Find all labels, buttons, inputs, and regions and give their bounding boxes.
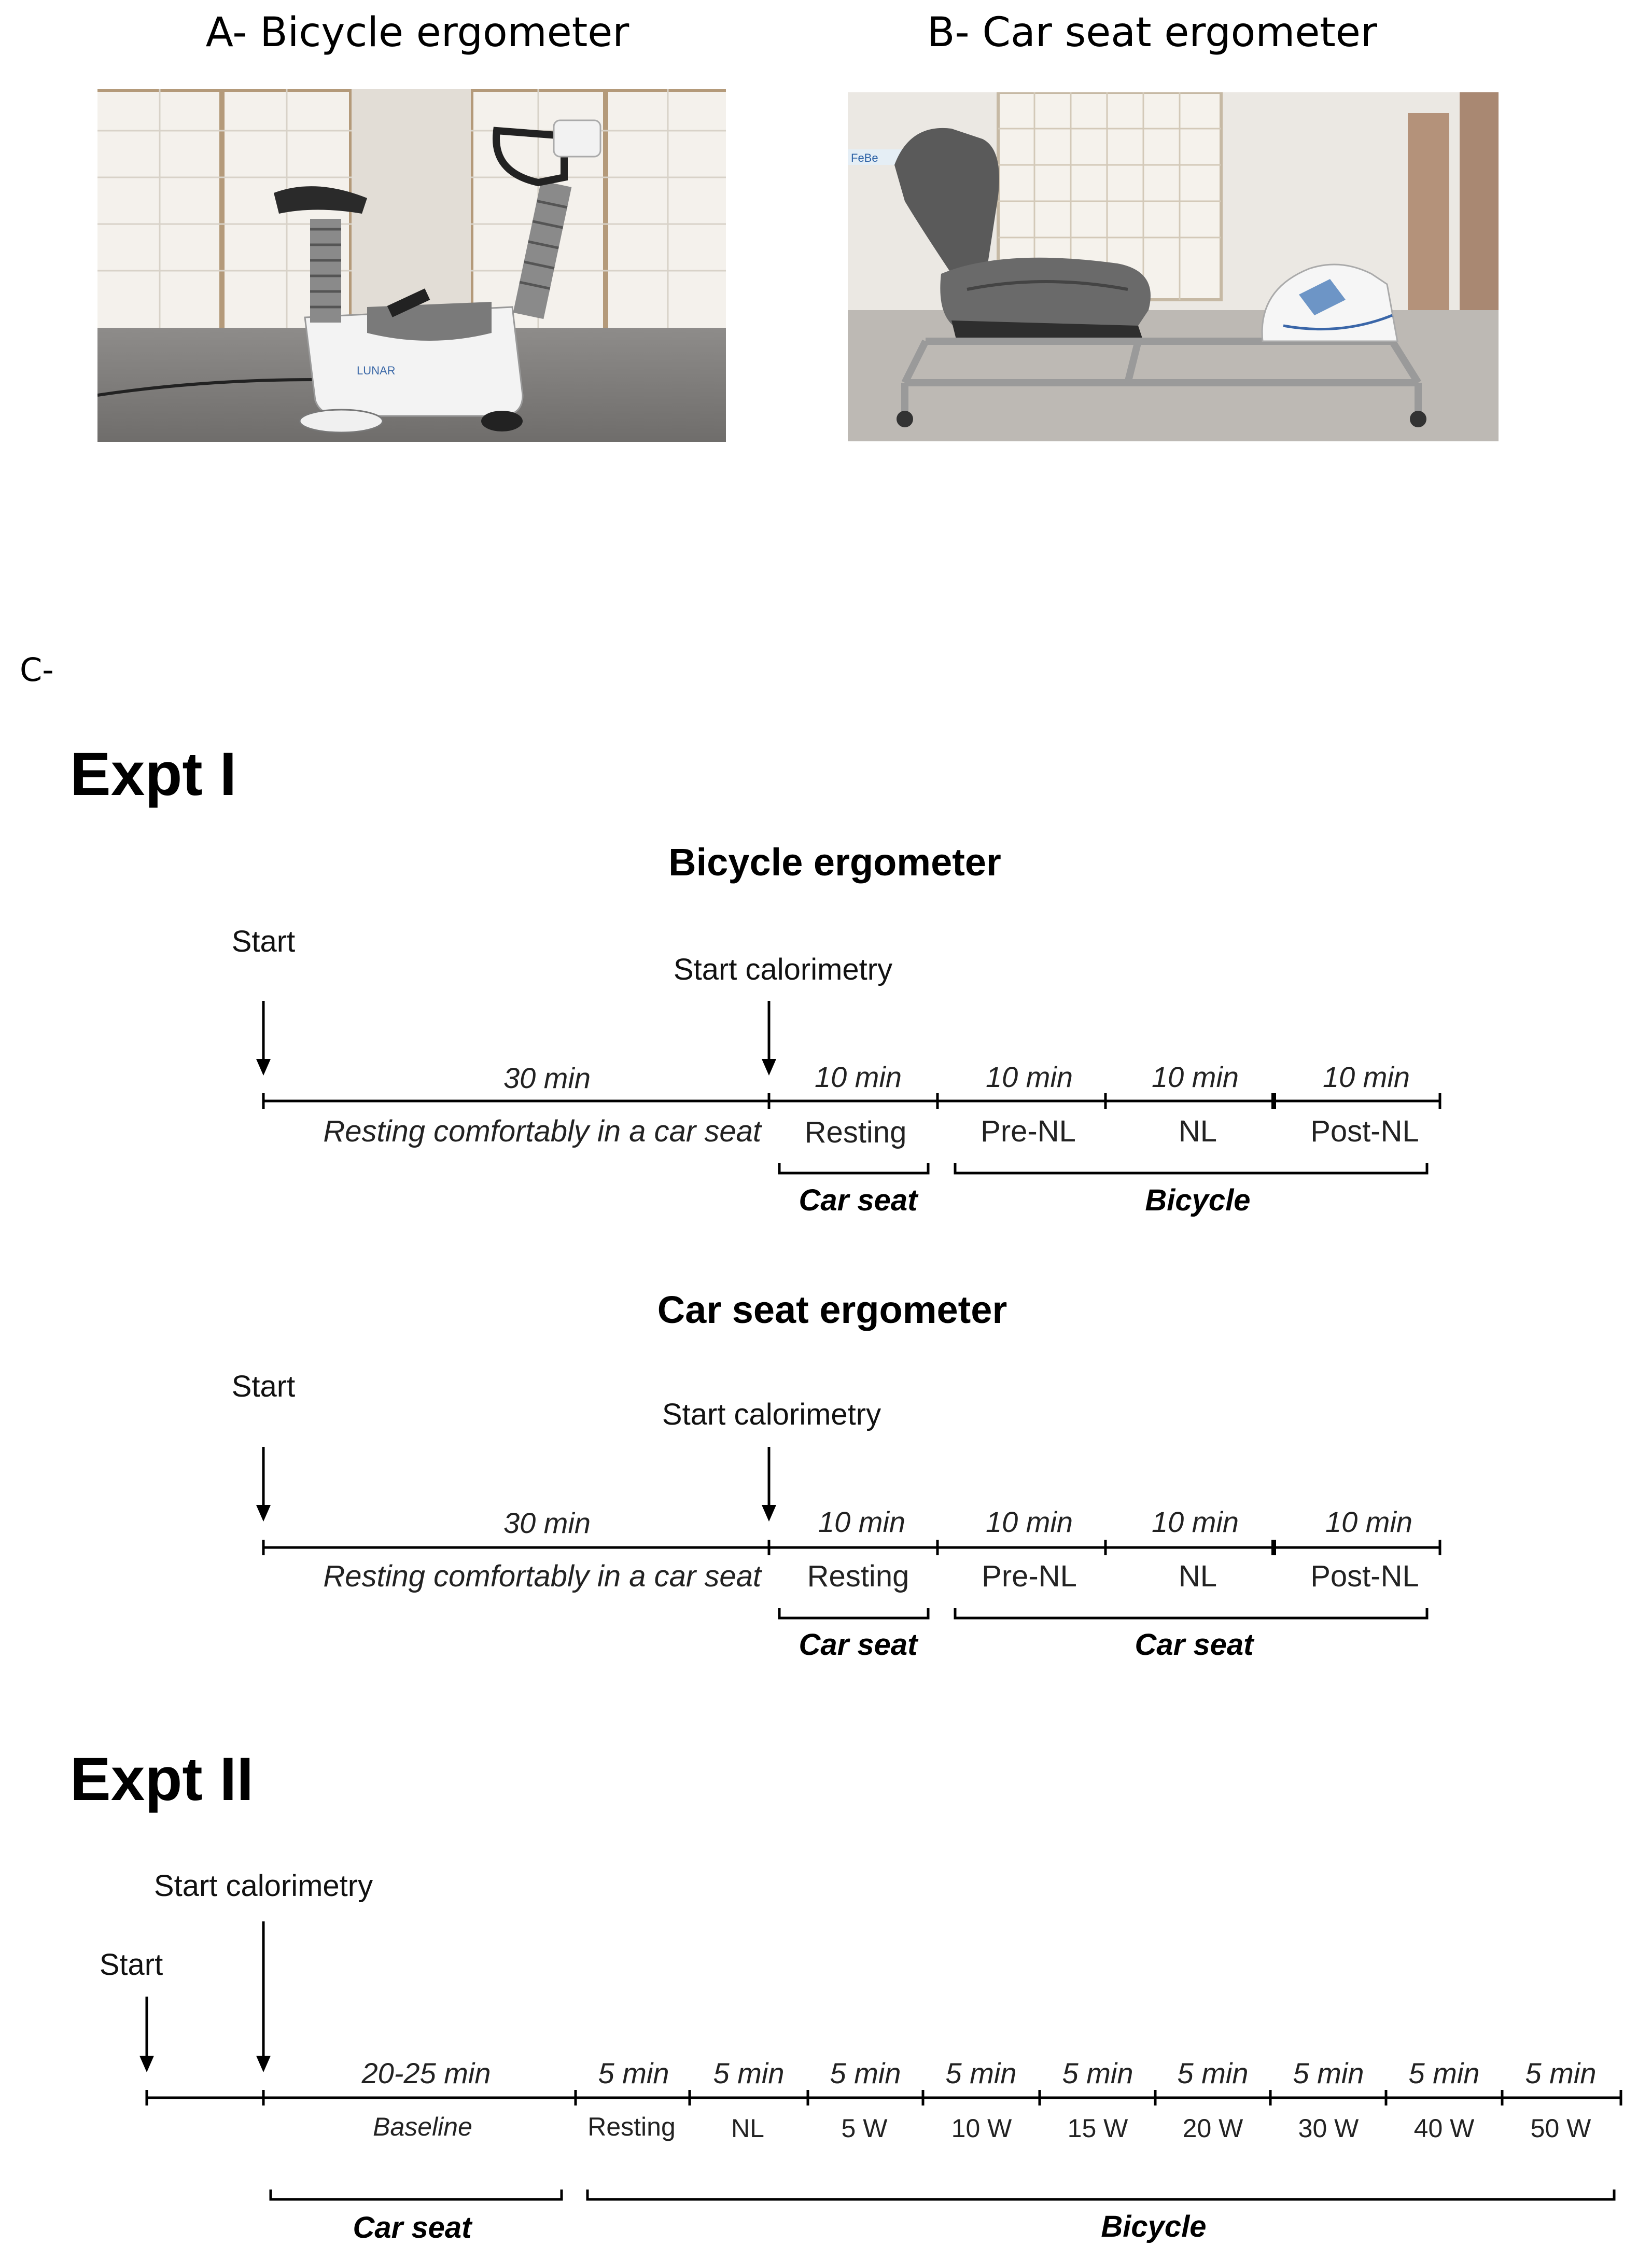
phase-label: Resting — [807, 1559, 909, 1593]
phase-label: 5 W — [841, 2114, 888, 2143]
phase-label: 10 W — [951, 2114, 1012, 2143]
panel-b-caption: B- Car seat ergometer — [927, 9, 1377, 56]
duration-label: 10 min — [1151, 1061, 1239, 1093]
car-seat-ergometer-photo: FeBe — [848, 92, 1499, 441]
phase-label: Post-NL — [1310, 1559, 1419, 1593]
duration-label: 30 min — [503, 1507, 591, 1539]
expt2-heading: Expt II — [70, 1745, 254, 1814]
phase-label: Resting comfortably in a car seat — [323, 1114, 761, 1148]
group-label: Car seat — [353, 2211, 472, 2244]
start-marker-label: Start — [231, 925, 296, 958]
start-calorimetry-marker-label: Start calorimetry — [662, 1398, 881, 1431]
duration-label: 5 min — [1408, 2057, 1480, 2089]
group-label: Car seat — [1135, 1628, 1254, 1662]
panel-c-label: C- — [20, 651, 54, 689]
expt1-heading: Expt I — [70, 740, 237, 808]
group-label: Car seat — [799, 1183, 918, 1217]
group-label: Bicycle — [1101, 2210, 1207, 2243]
duration-label: 5 min — [1525, 2057, 1597, 2089]
duration-label: 10 min — [1322, 1061, 1410, 1093]
phase-label: Pre-NL — [982, 1559, 1077, 1593]
duration-label: 20-25 min — [361, 2057, 491, 2089]
duration-label: 10 min — [1151, 1505, 1239, 1538]
start-calorimetry-marker-label: Start calorimetry — [153, 1869, 373, 1903]
duration-label: 5 min — [713, 2057, 785, 2089]
phase-label: 30 W — [1298, 2114, 1359, 2143]
duration-label: 5 min — [598, 2057, 669, 2089]
duration-label: 10 min — [985, 1505, 1073, 1538]
start-marker-label: Start — [231, 1370, 296, 1403]
group-label: Bicycle — [1145, 1183, 1251, 1217]
duration-label: 5 min — [830, 2057, 901, 2089]
duration-label: 10 min — [818, 1505, 906, 1538]
phase-label: Pre-NL — [981, 1114, 1076, 1148]
duration-label: 10 min — [814, 1061, 902, 1093]
svg-text:FeBe: FeBe — [851, 151, 878, 164]
duration-label: 5 min — [1177, 2057, 1249, 2089]
start-marker-label: Start — [99, 1948, 163, 1982]
phase-label: Baseline — [373, 2112, 472, 2141]
panel-a-caption: A- Bicycle ergometer — [205, 9, 629, 56]
duration-label: 10 min — [1325, 1505, 1413, 1538]
phase-label: Resting — [804, 1115, 907, 1149]
svg-text:LUNAR: LUNAR — [357, 364, 396, 377]
phase-label: 15 W — [1067, 2114, 1128, 2143]
phase-label: NL — [731, 2114, 764, 2143]
phase-label: Resting — [587, 2112, 676, 2141]
start-calorimetry-marker-label: Start calorimetry — [673, 953, 893, 986]
duration-label: 30 min — [503, 1062, 591, 1094]
phase-label: 20 W — [1182, 2114, 1243, 2143]
phase-label: NL — [1178, 1114, 1217, 1148]
phase-label: NL — [1178, 1559, 1217, 1593]
expt1-car-seat-title: Car seat ergometer — [657, 1288, 1007, 1331]
phase-label: Post-NL — [1310, 1114, 1419, 1148]
phase-label: 50 W — [1530, 2114, 1591, 2143]
group-label: Car seat — [799, 1628, 918, 1662]
duration-label: 5 min — [945, 2057, 1017, 2089]
expt1-bicycle-title: Bicycle ergometer — [668, 841, 1001, 884]
duration-label: 5 min — [1293, 2057, 1364, 2089]
bicycle-ergometer-photo: LUNAR — [97, 89, 726, 442]
phase-label: 40 W — [1413, 2114, 1475, 2143]
duration-label: 10 min — [985, 1061, 1073, 1093]
duration-label: 5 min — [1062, 2057, 1133, 2089]
phase-label: Resting comfortably in a car seat — [323, 1559, 761, 1593]
